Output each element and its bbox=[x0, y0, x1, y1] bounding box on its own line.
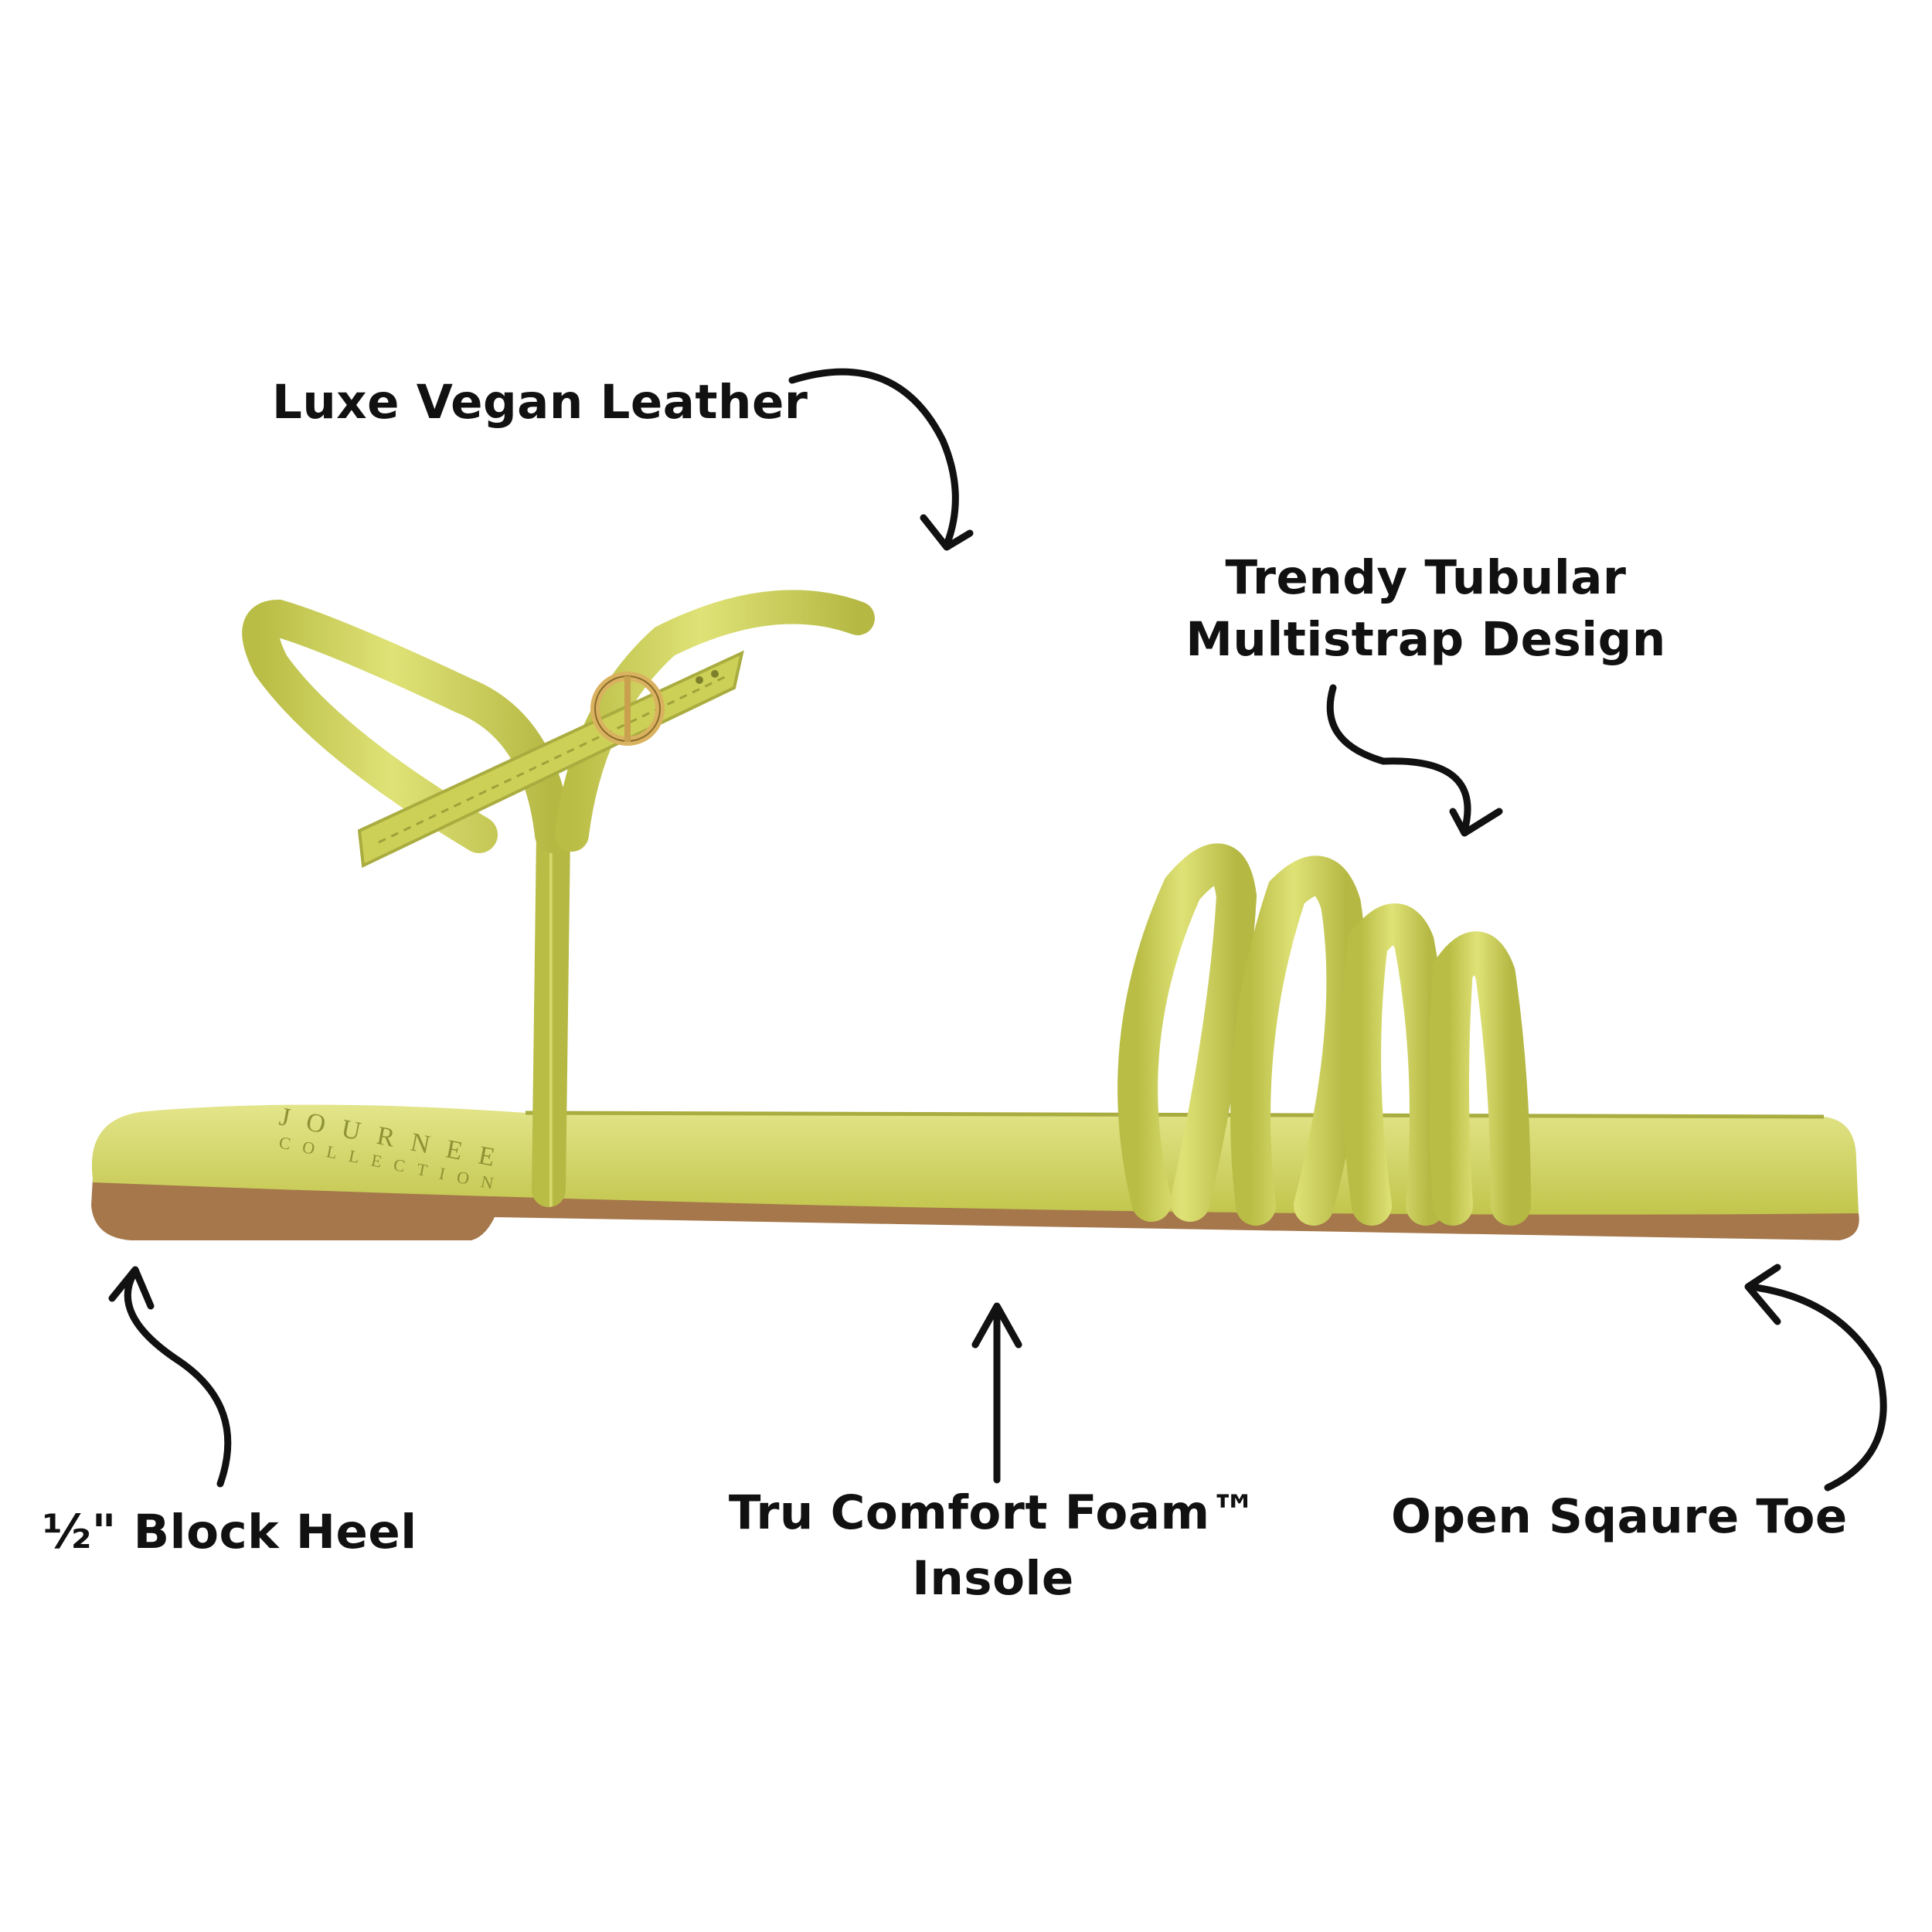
callout-leather: Luxe Vegan Leather bbox=[272, 375, 808, 430]
buckle-icon bbox=[590, 672, 665, 746]
callout-toe: Open Sqaure Toe bbox=[1391, 1489, 1848, 1544]
ankle-buckle-strap bbox=[357, 650, 744, 869]
curved-arrow-icon bbox=[1747, 1283, 1887, 1492]
callout-heel: ½" Block Heel bbox=[43, 1505, 417, 1560]
curved-arrow-icon bbox=[1326, 684, 1471, 835]
callout-multistrap-line2: Multistrap Design bbox=[1185, 612, 1666, 667]
curved-arrow-icon bbox=[788, 368, 959, 549]
multistrap-tubes bbox=[1117, 843, 1531, 1226]
callout-insole-line2: Insole bbox=[912, 1551, 1074, 1606]
callout-insole-line1: Tru Comfort Foam™ bbox=[728, 1485, 1258, 1540]
curved-arrow-icon bbox=[124, 1267, 232, 1488]
heel-strap-back bbox=[532, 818, 570, 1207]
ankle-loop bbox=[242, 599, 572, 853]
callout-multistrap-line1: Trendy Tubular bbox=[1225, 550, 1627, 605]
